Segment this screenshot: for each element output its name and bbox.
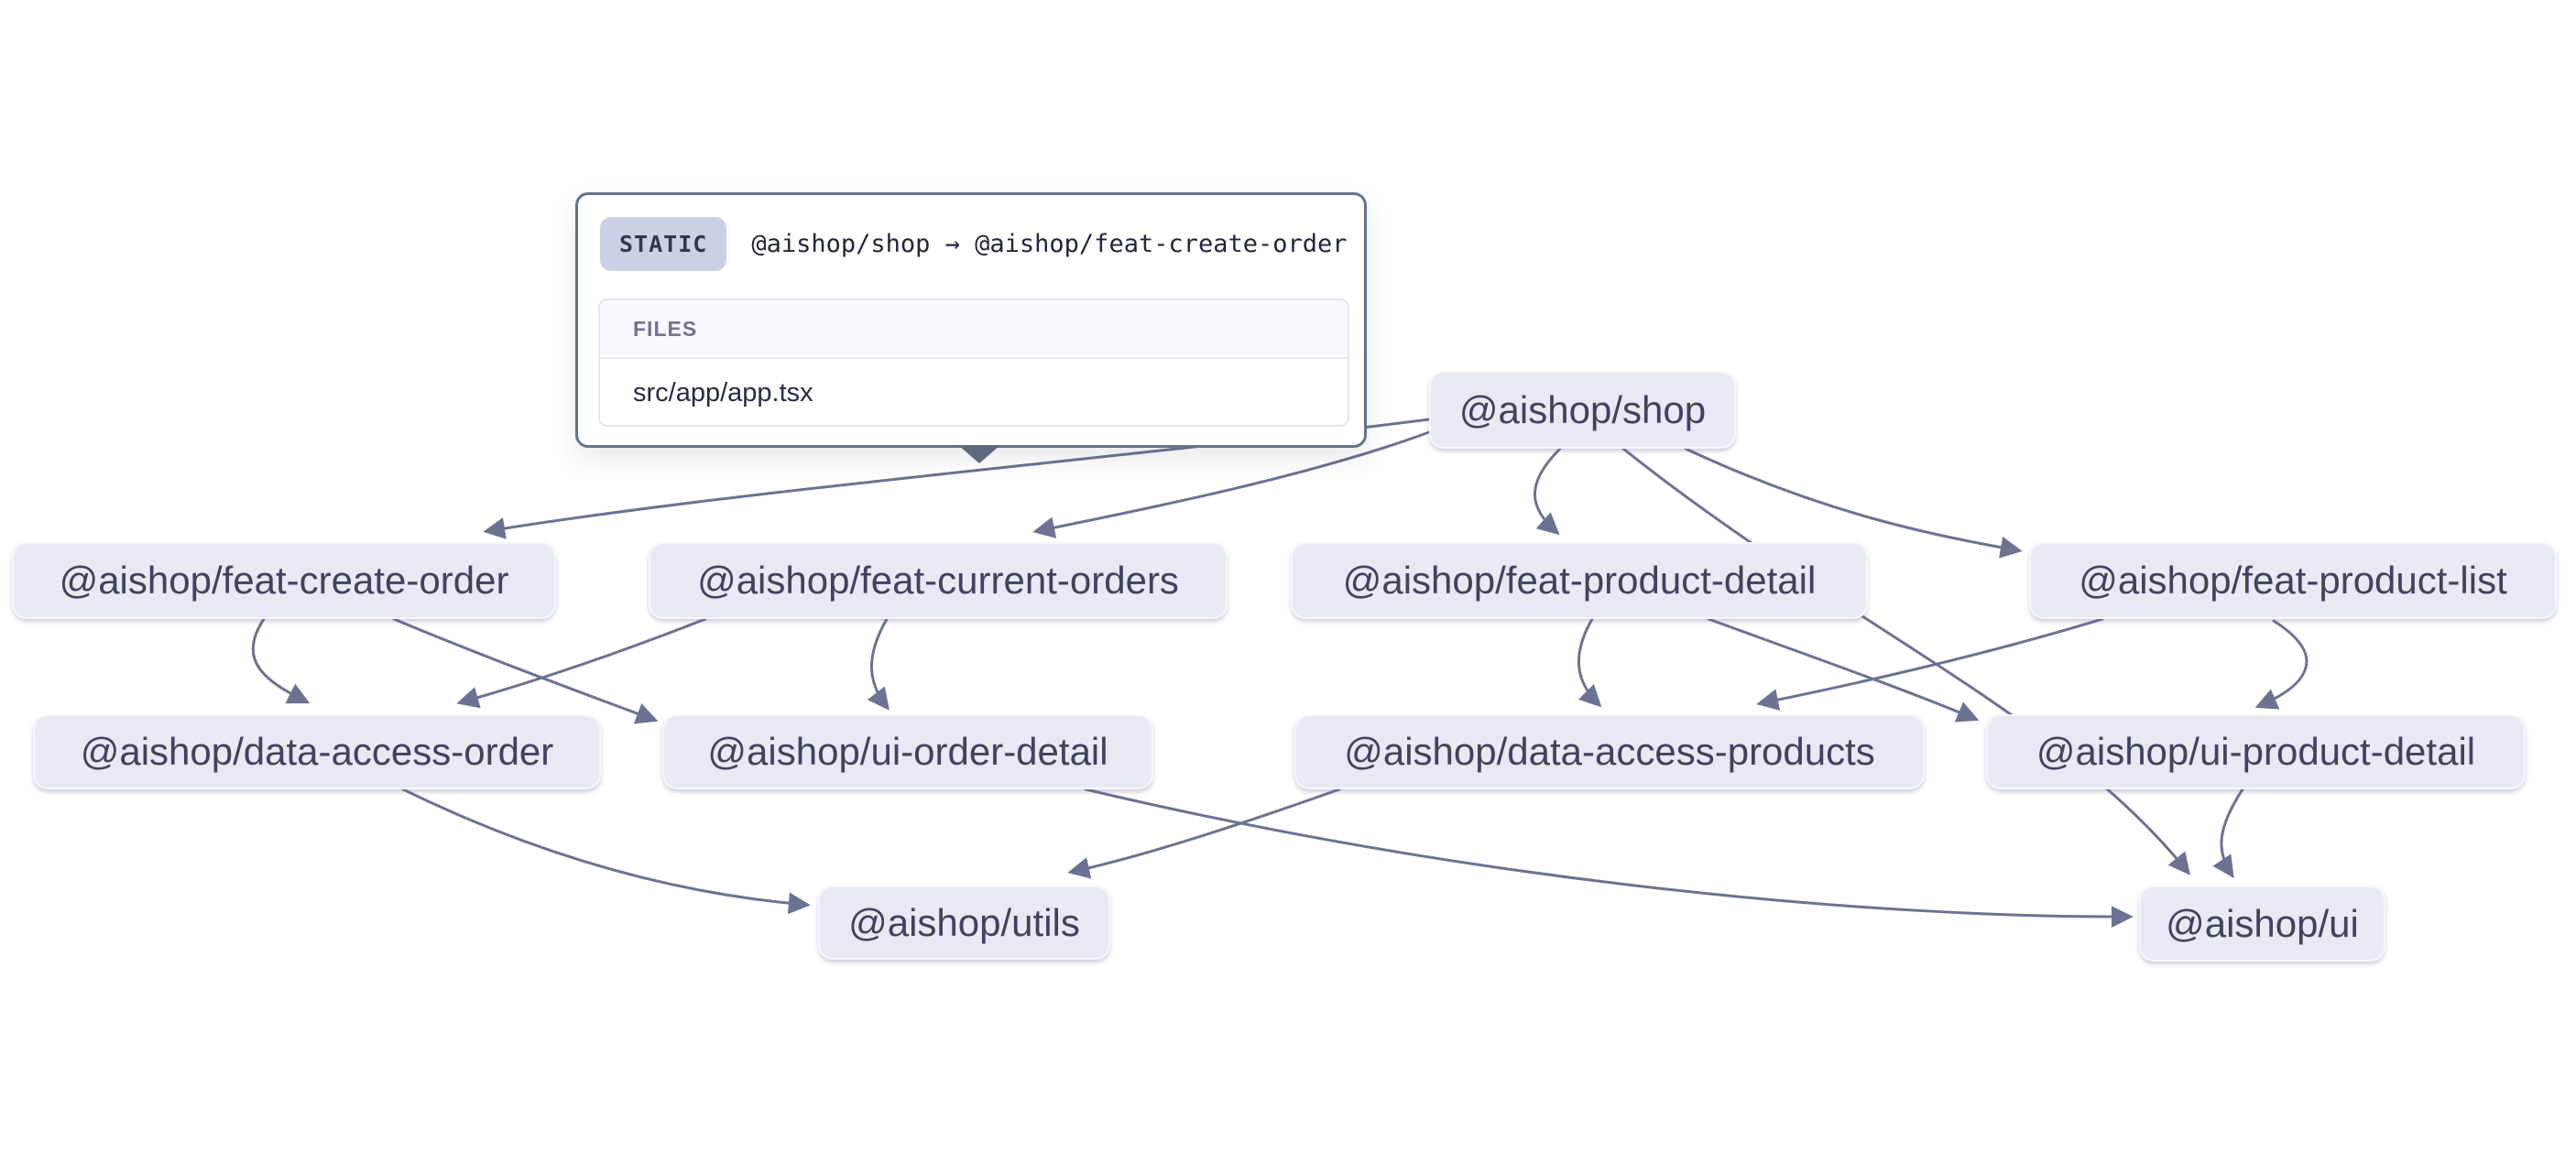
edge-feat-current-orders-to-ui-order-detail[interactable]: [867, 617, 890, 711]
graph-node-feat-product-list[interactable]: @aishop/feat-product-list: [2029, 542, 2557, 619]
edges-group: [251, 418, 2309, 929]
edge-feat-product-list-to-data-access-products[interactable]: [1756, 617, 2104, 711]
graph-node-feat-current-orders[interactable]: @aishop/feat-current-orders: [649, 542, 1228, 619]
edge-data-access-products-to-utils[interactable]: [1067, 788, 1341, 879]
edge-feat-create-order-to-ui-order-detail[interactable]: [392, 617, 659, 724]
edge-files-box: FILES src/app/app.tsx: [598, 299, 1349, 427]
graph-node-ui-product-detail[interactable]: @aishop/ui-product-detail: [1986, 714, 2526, 789]
edge-data-access-order-to-utils[interactable]: [401, 788, 811, 915]
edge-ui-order-detail-to-ui[interactable]: [1084, 788, 2134, 929]
edge-ui-product-detail-to-ui[interactable]: [2212, 788, 2244, 878]
edge-shop-to-feat-product-detail[interactable]: [1534, 447, 1562, 536]
edge-relation-text: @aishop/shop → @aishop/feat-create-order: [751, 230, 1348, 258]
edge-shop-to-feat-product-list[interactable]: [1684, 447, 2023, 559]
graph-node-data-access-products[interactable]: @aishop/data-access-products: [1294, 714, 1925, 789]
tooltip-pointer-icon: [958, 445, 1000, 463]
graph-node-data-access-order[interactable]: @aishop/data-access-order: [33, 714, 601, 789]
edge-feat-create-order-to-data-access-order[interactable]: [251, 617, 311, 704]
graph-node-feat-create-order[interactable]: @aishop/feat-create-order: [12, 542, 556, 619]
edge-feat-current-orders-to-data-access-order[interactable]: [456, 617, 707, 709]
edge-type-badge: STATIC: [600, 217, 727, 271]
graph-node-ui[interactable]: @aishop/ui: [2139, 886, 2385, 962]
edge-feat-product-detail-to-data-access-products[interactable]: [1577, 617, 1602, 708]
edge-shop-to-feat-current-orders[interactable]: [1032, 430, 1431, 538]
graph-node-ui-order-detail[interactable]: @aishop/ui-order-detail: [662, 714, 1153, 789]
edge-tooltip: STATIC @aishop/shop → @aishop/feat-creat…: [575, 192, 1367, 463]
edge-files-header: FILES: [600, 300, 1348, 359]
graph-node-shop[interactable]: @aishop/shop: [1429, 371, 1736, 449]
edge-file-row: src/app/app.tsx: [600, 359, 1348, 425]
graph-node-utils[interactable]: @aishop/utils: [818, 886, 1110, 960]
edge-feat-product-list-to-ui-product-detail[interactable]: [2254, 619, 2309, 710]
graph-node-feat-product-detail[interactable]: @aishop/feat-product-detail: [1291, 542, 1868, 619]
edge-shop-to-ui[interactable]: [1621, 447, 2191, 875]
edge-feat-product-detail-to-ui-product-detail[interactable]: [1707, 617, 1980, 723]
edge-tooltip-header: STATIC @aishop/shop → @aishop/feat-creat…: [578, 195, 1364, 271]
